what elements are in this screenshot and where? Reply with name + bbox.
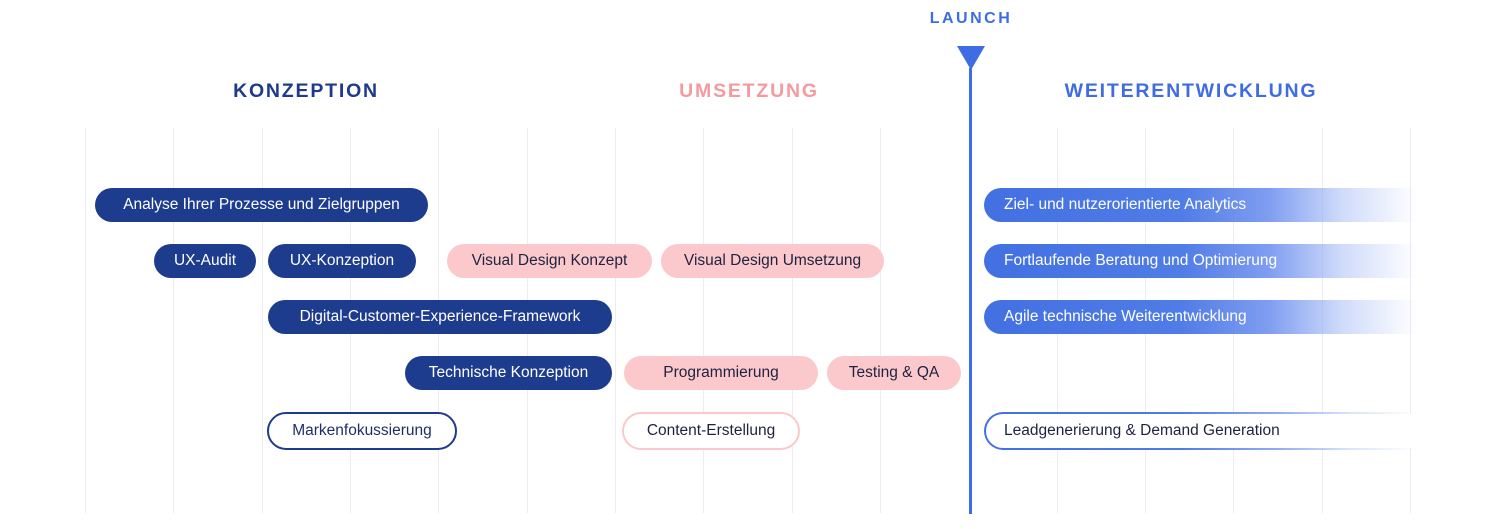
gridline bbox=[615, 128, 616, 513]
launch-marker-triangle-icon bbox=[957, 46, 985, 70]
task-pill-visual-design-umsetzung: Visual Design Umsetzung bbox=[661, 244, 884, 278]
task-pill-beratung-optimierung: Fortlaufende Beratung und Optimierung bbox=[984, 244, 1421, 278]
task-pill-leadgenerierung: Leadgenerierung & Demand Generation bbox=[984, 412, 1421, 450]
task-pill-programmierung: Programmierung bbox=[624, 356, 818, 390]
task-pill-agile-weiterentwicklung: Agile technische Weiterentwicklung bbox=[984, 300, 1421, 334]
task-pill-analytics: Ziel- und nutzerorientierte Analytics bbox=[984, 188, 1421, 222]
launch-timeline bbox=[969, 68, 972, 514]
gridline bbox=[703, 128, 704, 513]
phase-title-konzeption: KONZEPTION bbox=[233, 80, 379, 102]
task-pill-markenfokussierung: Markenfokussierung bbox=[267, 412, 457, 450]
task-pill-leadgenerierung-label: Leadgenerierung & Demand Generation bbox=[986, 414, 1419, 448]
task-pill-testing-qa: Testing & QA bbox=[827, 356, 961, 390]
phase-title-weiterentwicklung: WEITERENTWICKLUNG bbox=[1064, 80, 1318, 102]
gridline bbox=[262, 128, 263, 513]
task-pill-dce-framework: Digital-Customer-Experience-Framework bbox=[268, 300, 612, 334]
launch-label: LAUNCH bbox=[929, 10, 1013, 27]
gridline bbox=[792, 128, 793, 513]
gridline bbox=[85, 128, 86, 513]
task-pill-analyse-prozesse: Analyse Ihrer Prozesse und Zielgruppen bbox=[95, 188, 428, 222]
task-pill-content-erstellung: Content-Erstellung bbox=[622, 412, 800, 450]
task-pill-ux-audit: UX-Audit bbox=[154, 244, 256, 278]
task-pill-visual-design-konzept: Visual Design Konzept bbox=[447, 244, 652, 278]
phase-title-umsetzung: UMSETZUNG bbox=[679, 80, 819, 102]
task-pill-ux-konzeption: UX-Konzeption bbox=[268, 244, 416, 278]
gridline bbox=[880, 128, 881, 513]
task-pill-technische-konzeption: Technische Konzeption bbox=[405, 356, 612, 390]
gridline bbox=[173, 128, 174, 513]
